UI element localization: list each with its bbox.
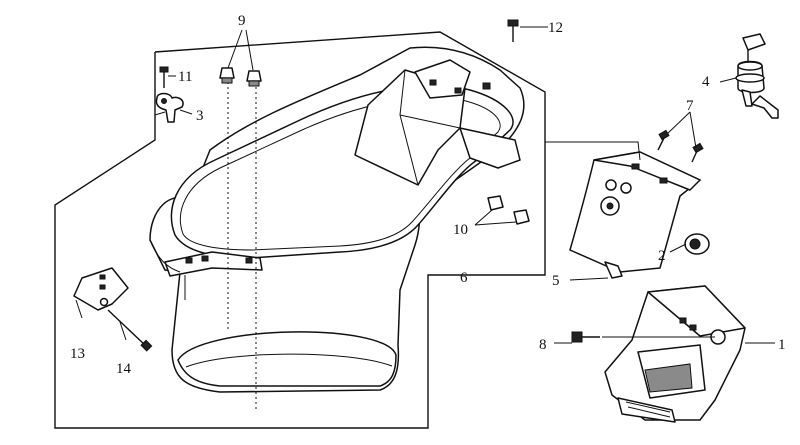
callout-3: 3 — [196, 108, 204, 124]
callout-1: 1 — [778, 337, 786, 353]
screw-8 — [571, 331, 600, 343]
callout-5: 5 — [552, 273, 560, 289]
callout-4: 4 — [702, 74, 710, 90]
callout-10: 10 — [453, 222, 468, 238]
callout-6: 6 — [460, 270, 468, 286]
inner-cover-panel — [569, 151, 701, 279]
callout-7: 7 — [686, 98, 694, 114]
callout-12: 12 — [548, 20, 563, 36]
ignition-lock — [735, 33, 779, 119]
bracket-13 — [73, 267, 129, 311]
screws-7 — [657, 129, 704, 163]
bolt-12 — [507, 19, 519, 42]
callout-11: 11 — [178, 69, 192, 85]
callout-14: 14 — [116, 361, 132, 377]
assembly-boundary — [54, 31, 546, 429]
leader-lines — [75, 26, 775, 344]
lower-inner-cover — [604, 285, 746, 423]
luggage-box — [149, 46, 525, 393]
callout-8: 8 — [539, 337, 547, 353]
bolt-14 — [107, 309, 153, 352]
clip-pair — [219, 67, 262, 87]
latch-screw — [155, 66, 184, 123]
grommet — [684, 233, 710, 255]
callout-13: 13 — [70, 346, 85, 362]
clips-10 — [487, 195, 530, 225]
callout-9: 9 — [238, 13, 246, 29]
callout-2: 2 — [658, 248, 666, 264]
